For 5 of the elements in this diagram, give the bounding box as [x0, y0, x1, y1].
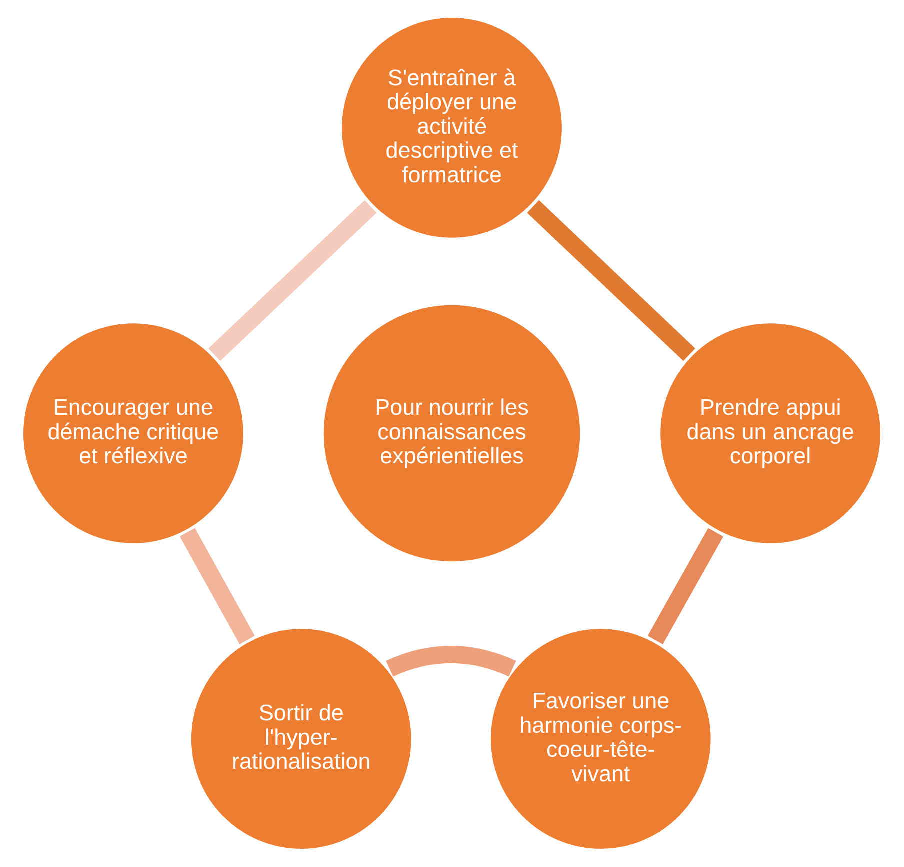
connector — [648, 528, 724, 644]
connector — [527, 200, 696, 362]
connector — [180, 528, 255, 644]
connector — [386, 646, 516, 677]
connector — [208, 200, 377, 362]
